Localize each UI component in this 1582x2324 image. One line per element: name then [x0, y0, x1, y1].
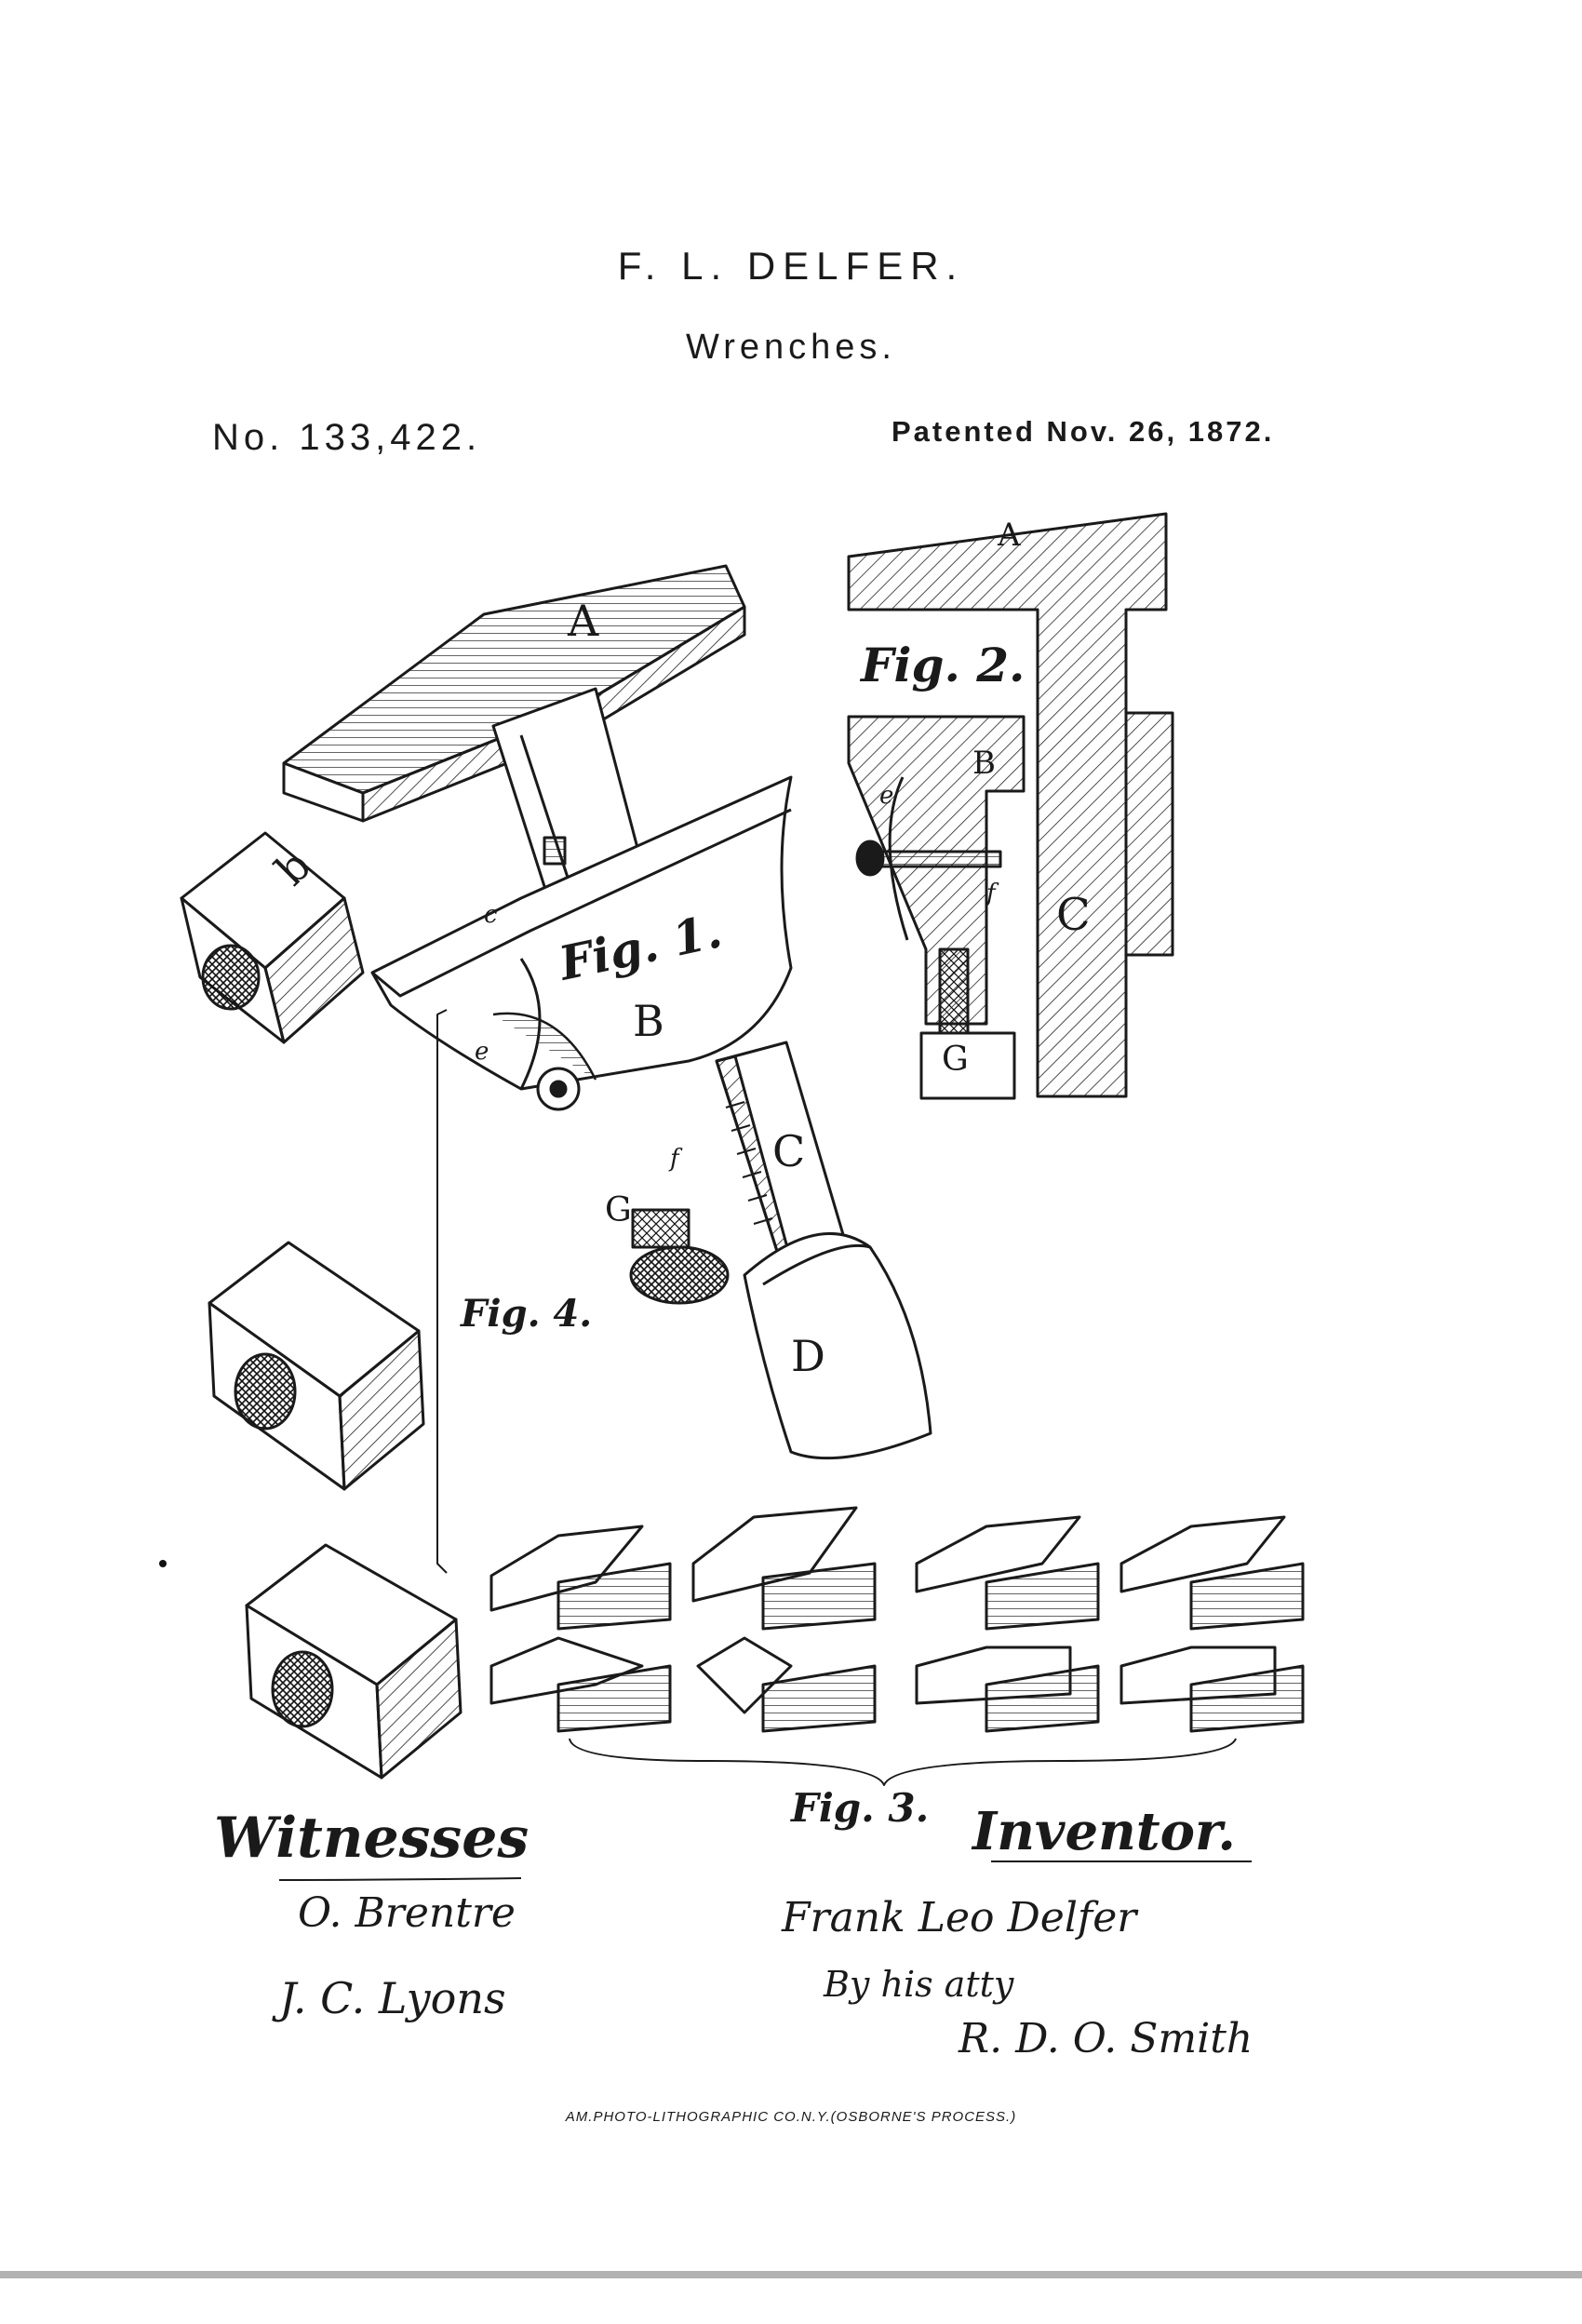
fig2-label-C: C: [1056, 889, 1091, 941]
attorney-signature: R. D. O. Smith: [959, 2015, 1254, 2062]
patent-number: No. 133,422.: [212, 417, 482, 458]
part-label-f: f: [670, 1145, 679, 1173]
witness-2-signature: J. C. Lyons: [279, 1973, 506, 2023]
witness-1-signature: O. Brentre: [298, 1889, 516, 1937]
inventor-label: Inventor.: [972, 1801, 1236, 1862]
fig2-label-f: f: [986, 880, 996, 907]
part-label-B: B: [633, 996, 664, 1046]
fig-4-label: Fig. 4.: [461, 1292, 593, 1336]
jaw-profile-2: [691, 1506, 877, 1733]
fig2-label-B: B: [972, 745, 996, 782]
patent-date: Patented Nov. 26, 1872.: [892, 415, 1275, 448]
attorney-line: By his atty: [824, 1964, 1014, 2005]
lithographer-credit: AM.PHOTO-LITHOGRAPHIC CO.N.Y.(OSBORNE'S …: [565, 2109, 1017, 2125]
fig-2-label: Fig. 2.: [861, 638, 1026, 692]
figure-2-section: [847, 512, 1174, 1100]
part-label-e: e: [475, 1038, 489, 1066]
part-label-G: G: [605, 1191, 632, 1229]
scan-dot: [159, 1560, 167, 1567]
fig2-label-e: e: [879, 782, 894, 810]
inventor-name-header: F. L. DELFER.: [617, 244, 965, 288]
jaw-profile-4: [1119, 1515, 1305, 1733]
fig2-label-G: G: [942, 1041, 969, 1079]
jaw-profile-1: [489, 1525, 672, 1733]
part-label-c: c: [484, 901, 498, 929]
figure-3-jaw-profiles: [489, 1506, 1305, 1786]
scan-edge-bar: [0, 2271, 1582, 2278]
witnesses-label: Witnesses: [214, 1806, 530, 1871]
figure-1-wrench: [282, 564, 932, 1460]
part-label-D: D: [791, 1331, 825, 1381]
patent-title: Wrenches.: [686, 328, 896, 367]
jaw-profile-3: [915, 1515, 1100, 1733]
nut-block-1: [180, 831, 365, 1044]
fig-3-label: Fig. 3.: [791, 1785, 930, 1831]
nut-block-3: [245, 1543, 463, 1780]
nut-block-2: [208, 1241, 425, 1491]
part-label-A: A: [568, 596, 599, 646]
part-label-C: C: [772, 1126, 806, 1176]
witnesses-underline: [278, 1877, 522, 1881]
inventor-signature: Frank Leo Delfer: [782, 1894, 1137, 1941]
fig2-label-A: A: [998, 517, 1021, 554]
figure-4-nut-blocks: [180, 831, 463, 1780]
